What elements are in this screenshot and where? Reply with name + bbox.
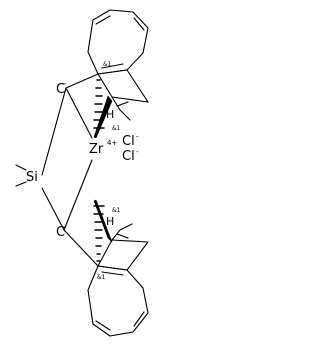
chloride-label-a: Cl bbox=[122, 134, 135, 149]
zirconium-charge: 4+ bbox=[107, 139, 117, 147]
top-wedge-bond bbox=[93, 95, 113, 139]
top-ch-stereo-label: &1 bbox=[112, 125, 121, 132]
zirconium-label: Zr bbox=[89, 142, 104, 157]
bottom-carbanion-charge: - bbox=[64, 223, 67, 231]
top-five-ring bbox=[97, 69, 149, 121]
bottom-hydrogen-label: H bbox=[106, 215, 114, 228]
top-hydrogen-label: H bbox=[106, 108, 114, 121]
bottom-benzene-ring bbox=[87, 265, 149, 337]
chloride-label-b: Cl bbox=[122, 149, 135, 164]
top-carbanion-label: C bbox=[56, 82, 65, 97]
structure-diagram: C - &1 H &1 Si Zr 4+ Cl - Cl - &1 H C - … bbox=[15, 9, 149, 337]
top-carbanion-charge: - bbox=[64, 80, 67, 88]
silicon-bonds bbox=[15, 164, 27, 187]
top-ring-fusion-stereo-label: &1 bbox=[103, 61, 112, 68]
bottom-hashed-bond bbox=[93, 205, 105, 262]
top-carbanion-bonds bbox=[41, 73, 99, 176]
top-benzene-ring bbox=[87, 9, 149, 75]
chloride-charge-a: - bbox=[136, 133, 139, 141]
bottom-carbanion-label: C bbox=[56, 225, 65, 240]
silicon-label: Si bbox=[26, 170, 38, 185]
bottom-ch-stereo-label: &1 bbox=[112, 207, 121, 214]
chloride-charge-b: - bbox=[136, 148, 139, 156]
bottom-ring-fusion-stereo-label: &1 bbox=[97, 274, 106, 281]
bottom-carbanion-bonds bbox=[41, 159, 99, 267]
